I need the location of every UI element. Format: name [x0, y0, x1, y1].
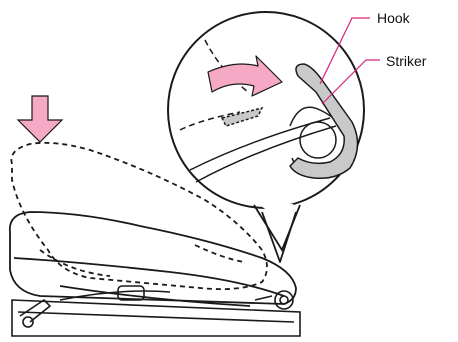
down-arrow-icon — [18, 96, 62, 142]
hook-label: Hook — [377, 10, 411, 26]
magnifier-callout — [168, 12, 364, 262]
seat-rail — [12, 286, 300, 336]
striker-label: Striker — [386, 53, 427, 69]
